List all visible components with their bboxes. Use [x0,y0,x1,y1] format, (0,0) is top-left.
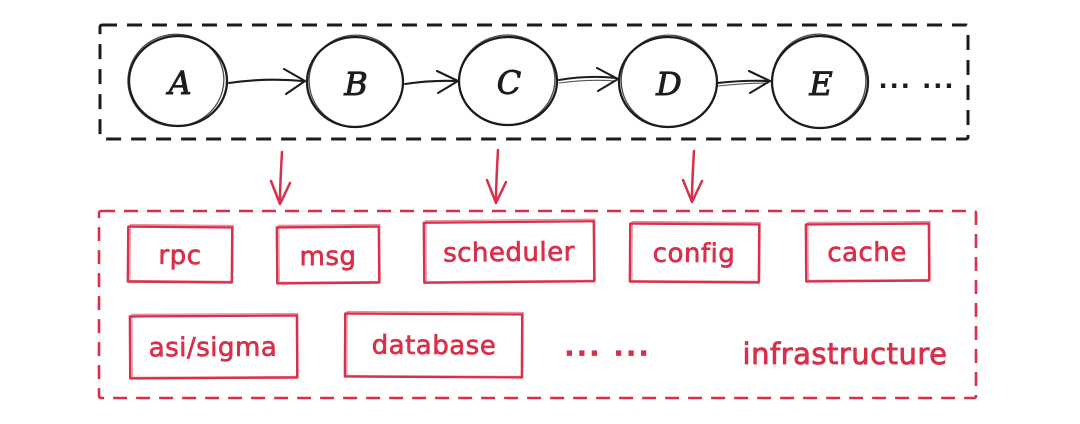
infra-box-cache-sketch [807,220,931,282]
pipeline-node-d: D [617,34,719,129]
mapping-arrow-3 [681,149,704,204]
infra-ellipsis: ... ... [565,333,652,362]
arrow-c-to-d [557,66,620,93]
infrastructure-label: infrastructure [743,337,948,371]
infra-box-rpc-label: rpc [158,241,201,271]
infra-box-scheduler-label: scheduler [443,237,575,268]
infra-box-asi-sigma-label: asi/sigma [149,333,278,364]
infra-box-rpc-rect [126,225,234,284]
infra-box-asi-sigma: asi/sigma [128,312,299,380]
infra-box-scheduler-rect [422,220,596,284]
mapping-arrow-1 [269,150,292,206]
node-a-label: A [165,64,191,102]
infra-box-config-sketch [631,220,761,283]
pipeline-node-e: E [770,33,870,130]
pipeline-node-c: C [457,34,559,127]
arrow-d-to-e [716,69,772,95]
infra-box-database: database [343,310,524,379]
infra-box-rpc: rpc [126,223,234,284]
infrastructure-frame [97,209,978,400]
infra-box-asi-sigma-rect [128,314,299,380]
node-e-label: E [808,65,832,103]
infra-box-config-label: config [653,239,736,270]
infra-box-msg-sketch [278,223,381,284]
infra-box-msg: msg [275,223,381,285]
infra-box-scheduler-sketch [425,218,596,283]
infra-box-config-rect [628,222,761,284]
infra-box-asi-sigma-sketch [131,312,299,379]
pipeline-node-b: B [305,34,405,129]
node-d-label: D [655,65,682,103]
infra-box-scheduler: scheduler [422,218,596,284]
pipeline-frame [98,23,970,141]
arrow-a-to-b [227,67,307,96]
infra-box-config: config [628,220,761,284]
infra-box-cache-label: cache [827,238,907,269]
infra-box-msg-rect [275,225,381,285]
pipeline-ellipsis: ... ... [878,66,955,94]
node-d-circle-sketch [620,34,718,128]
node-c-label: C [497,64,521,102]
node-e-circle-sketch [771,33,867,129]
infra-box-rpc-sketch [129,223,234,283]
pipeline-node-a: A [127,33,229,128]
mapping-arrow-2 [485,148,508,205]
infra-box-cache-rect [804,222,931,283]
infra-box-cache: cache [804,220,931,283]
arrow-b-to-c [403,69,460,95]
node-a-circle-sketch [127,33,225,127]
node-b-circle-sketch [308,34,404,128]
node-b-label: B [343,65,368,103]
infra-box-msg-label: msg [299,242,356,272]
infra-box-database-sketch [346,310,524,378]
infra-box-database-rect [343,312,524,379]
node-c-circle-sketch [458,34,556,126]
infra-box-database-label: database [372,331,497,362]
